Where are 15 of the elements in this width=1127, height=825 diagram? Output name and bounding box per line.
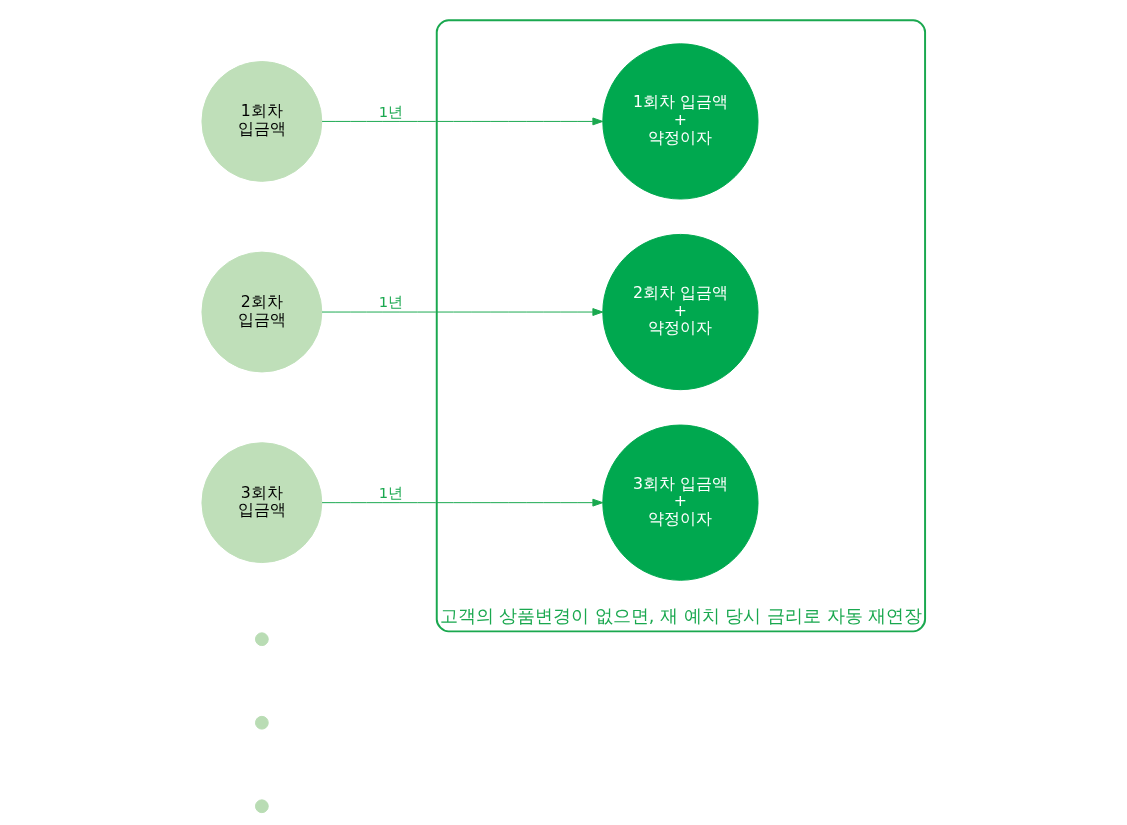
- edge-label: 1년: [378, 293, 404, 311]
- node-circle: 1회차 입금액 + 약정이자: [602, 43, 759, 200]
- node-circle: [255, 632, 269, 647]
- node-circle: 2회차 입금액 + 약정이자: [602, 233, 759, 391]
- arrow: [321, 117, 604, 126]
- node-circle: 2회차 입금액: [201, 251, 323, 373]
- node-circle: 1회차 입금액: [201, 61, 323, 182]
- node-circle: [255, 799, 269, 814]
- edge-label: 1년: [378, 102, 404, 120]
- node-circle: 3회차 입금액 + 약정이자: [602, 424, 759, 581]
- arrow: [321, 498, 604, 507]
- node-circle: [255, 715, 269, 730]
- node-circle: 3회차 입금액: [201, 442, 323, 564]
- arrow: [321, 308, 604, 316]
- edge-label: 1년: [378, 483, 404, 501]
